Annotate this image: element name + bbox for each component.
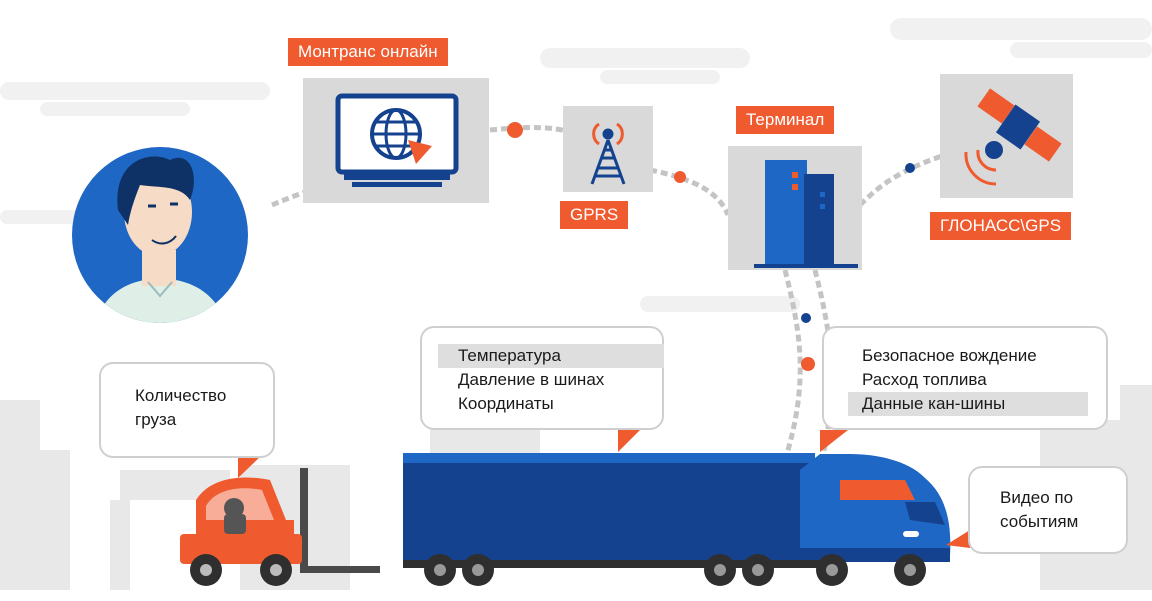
sensors-bubble: Температура Давление в шинах Координаты — [420, 326, 664, 430]
connector-dot — [507, 122, 523, 138]
bubble-text: Безопасное вождение — [862, 346, 1037, 365]
bubble-text: Давление в шинах — [458, 370, 605, 389]
connector-dot — [905, 163, 915, 173]
person-avatar-icon — [72, 147, 248, 323]
glonass-label: ГЛОНАСС\GPS — [930, 212, 1072, 240]
cell-tower-icon — [590, 122, 626, 185]
terminal-panel — [728, 146, 862, 270]
bubble-text: Расход топлива — [862, 370, 987, 389]
connector-dot — [801, 357, 815, 371]
bubble-pointer — [618, 430, 640, 452]
satellite-icon — [964, 88, 1062, 186]
building-icon — [754, 160, 858, 268]
bubble-text: Координаты — [458, 394, 554, 413]
connector-dot — [801, 313, 811, 323]
glonass-panel — [940, 74, 1073, 198]
bubble-text: Количество — [135, 386, 227, 405]
driving-bubble: Безопасное вождение Расход топлива Данны… — [822, 326, 1108, 430]
truck-icon — [403, 453, 951, 586]
bubble-text: груза — [135, 410, 177, 429]
bubble-pointer — [946, 530, 970, 548]
bubble-text: Видео по — [1000, 488, 1074, 507]
montrans-label: Монтранс онлайн — [288, 38, 448, 66]
cargo-bubble: Количество груза — [99, 362, 275, 458]
video-bubble: Видео по событиям — [968, 466, 1128, 554]
forklift-icon — [180, 468, 380, 586]
bubble-text: Температура — [438, 344, 664, 368]
gprs-label: GPRS — [560, 201, 629, 229]
bubble-text: событиям — [1000, 512, 1079, 531]
terminal-label: Терминал — [736, 106, 835, 134]
bubble-text: Данные кан-шины — [848, 392, 1088, 416]
gprs-panel — [563, 106, 653, 192]
globe-icon — [335, 93, 459, 187]
bubble-pointer — [238, 455, 262, 478]
montrans-panel — [303, 78, 489, 203]
background-clouds — [0, 18, 1152, 312]
bubble-pointer — [820, 430, 848, 452]
connector-dot — [674, 171, 686, 183]
